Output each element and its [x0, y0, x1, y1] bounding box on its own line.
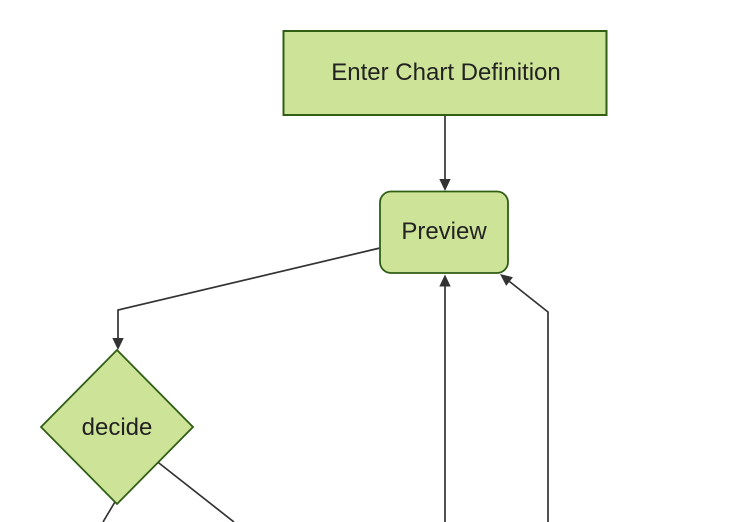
- edge-preview-to-decide: [117, 247, 381, 339]
- node-label-decide: decide: [81, 414, 153, 441]
- edge-decide-to-bottom-left: [102, 500, 117, 522]
- arrowhead-preview-to-decide: [112, 338, 124, 350]
- node-label-enter-chart-definition: Enter Chart Definition: [331, 59, 561, 86]
- edge-bottom-right-to-preview: [508, 280, 549, 522]
- node-preview-shape: [379, 190, 509, 274]
- node-layer: [39, 30, 608, 506]
- node-label-preview: Preview: [401, 218, 487, 245]
- arrowhead-enter-to-preview: [439, 179, 451, 191]
- arrowhead-bottom-right-to-preview: [500, 274, 513, 286]
- edge-layer: [102, 115, 549, 522]
- node-decide-shape: [39, 348, 195, 506]
- arrowhead-bottom-center-to-preview: [439, 274, 451, 287]
- edge-decide-to-bottom-right: [156, 460, 235, 522]
- node-enter-chart-definition-shape: [282, 30, 608, 116]
